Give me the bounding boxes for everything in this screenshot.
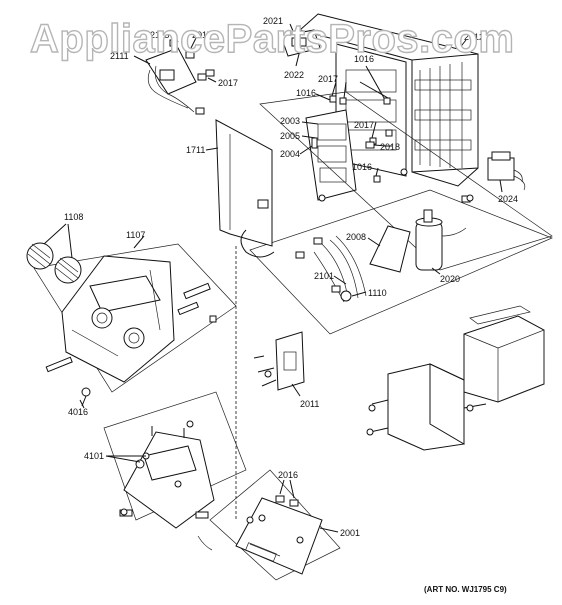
label-2017-mid: 2017 xyxy=(318,74,338,84)
label-2011: 2011 xyxy=(300,399,319,409)
clip-bracket xyxy=(280,29,321,57)
ice-maker-assembly xyxy=(33,243,237,393)
mounting-plate-lower xyxy=(249,189,553,335)
watermark: AppliancePartsPros.com xyxy=(30,17,515,61)
label-2003: 2003 xyxy=(280,116,300,126)
label-1107: 1107 xyxy=(126,230,145,240)
control-board-2001 xyxy=(209,469,341,581)
label-2001: 2001 xyxy=(340,528,360,538)
label-2111: 2111 xyxy=(110,51,129,61)
label-1108: 1108 xyxy=(64,212,83,222)
label-2005: 2005 xyxy=(280,131,300,141)
wire-harness-2101 xyxy=(295,235,367,303)
label-4101: 4101 xyxy=(84,451,104,461)
decorative-discs-1108 xyxy=(26,223,82,284)
label-2021: 2021 xyxy=(263,16,283,26)
label-2017-board: 2017 xyxy=(354,120,374,130)
transformer xyxy=(487,151,526,191)
label-2022: 2022 xyxy=(284,70,304,80)
label-2020: 2020 xyxy=(440,274,460,284)
label-2018: 2018 xyxy=(380,142,400,152)
terminal-connectors xyxy=(329,95,393,183)
label-2017-left: 2017 xyxy=(218,78,238,88)
art-number: (ART NO. WJ1795 C9) xyxy=(424,585,507,594)
part-labels: 2021 2022 2012 2111 2115 2017 2017 2017 … xyxy=(64,16,518,538)
label-1110: 1110 xyxy=(368,288,387,298)
label-1016-mid: 1016 xyxy=(296,88,316,98)
screw-4016 xyxy=(79,387,91,409)
label-1016-top: 1016 xyxy=(354,54,374,64)
label-2101: 2101 xyxy=(314,271,334,281)
label-2115: 2115 xyxy=(150,30,169,40)
label-2004: 2004 xyxy=(280,149,300,159)
capacitor-assembly xyxy=(369,195,471,273)
leader-lines xyxy=(81,23,503,533)
label-4016: 4016 xyxy=(68,407,88,417)
side-panel-1711 xyxy=(215,119,275,258)
relay-board xyxy=(305,109,357,201)
cover-box xyxy=(369,305,545,451)
wiring-bracket xyxy=(145,39,215,115)
mounting-plate-outline xyxy=(259,91,553,271)
screws xyxy=(120,168,474,524)
board-panel xyxy=(335,43,407,177)
label-2012: 2012 xyxy=(464,32,484,42)
bracket-assembly-4101 xyxy=(103,391,247,551)
label-2024: 2024 xyxy=(498,194,518,204)
label-1711: 1711 xyxy=(186,145,205,155)
label-2016: 2016 xyxy=(278,470,298,480)
switch-plate-2011 xyxy=(253,331,305,391)
label-2017-top: 2017 xyxy=(192,30,212,40)
label-2008: 2008 xyxy=(346,232,366,242)
label-1016-low: 1016 xyxy=(352,162,372,172)
